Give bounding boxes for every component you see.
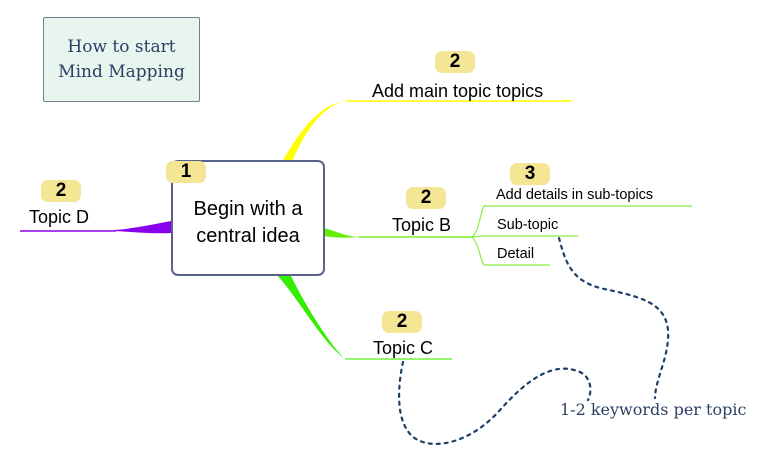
topic-d-label[interactable]: Topic D: [29, 207, 90, 227]
branch-topic-b: [324, 228, 358, 238]
main-topic-priority-badge: 2: [435, 51, 475, 73]
subtopic-label-3[interactable]: Detail: [497, 246, 535, 262]
topic-c-label[interactable]: Topic C: [373, 338, 434, 358]
branch-main-topic: [282, 101, 346, 162]
subtopic-label-1[interactable]: Add details in sub-topics: [496, 187, 654, 203]
annotation-connector-subtopic: [557, 236, 670, 400]
branch-topic-c: [276, 274, 345, 359]
main-topic-label[interactable]: Add main topic topics: [372, 81, 544, 101]
annotation-text: 1-2 keywords per topic: [560, 400, 747, 419]
central-idea-line-2: central idea: [196, 225, 300, 247]
subtopic-priority-badge: 3: [510, 163, 550, 185]
topic-b-label[interactable]: Topic B: [392, 215, 452, 235]
topic-c-priority-badge: 2: [382, 311, 422, 333]
central-idea-line-1: Begin with a: [193, 198, 303, 220]
title-note: How to start Mind Mapping: [43, 17, 200, 102]
topic-b-priority-badge: 2: [406, 187, 446, 209]
central-idea-box[interactable]: Begin with a central idea: [171, 160, 325, 276]
central-priority-badge: 1: [166, 161, 206, 183]
title-note-line-2: Mind Mapping: [58, 61, 185, 82]
subtopic-label-2[interactable]: Sub-topic: [497, 217, 559, 233]
title-note-line-1: How to start: [67, 36, 176, 57]
topic-d-priority-badge: 2: [41, 180, 81, 202]
subtopic-bracket: [471, 205, 485, 266]
branch-topic-d: [115, 221, 171, 234]
annotation-connector-topic-c: [398, 360, 592, 445]
